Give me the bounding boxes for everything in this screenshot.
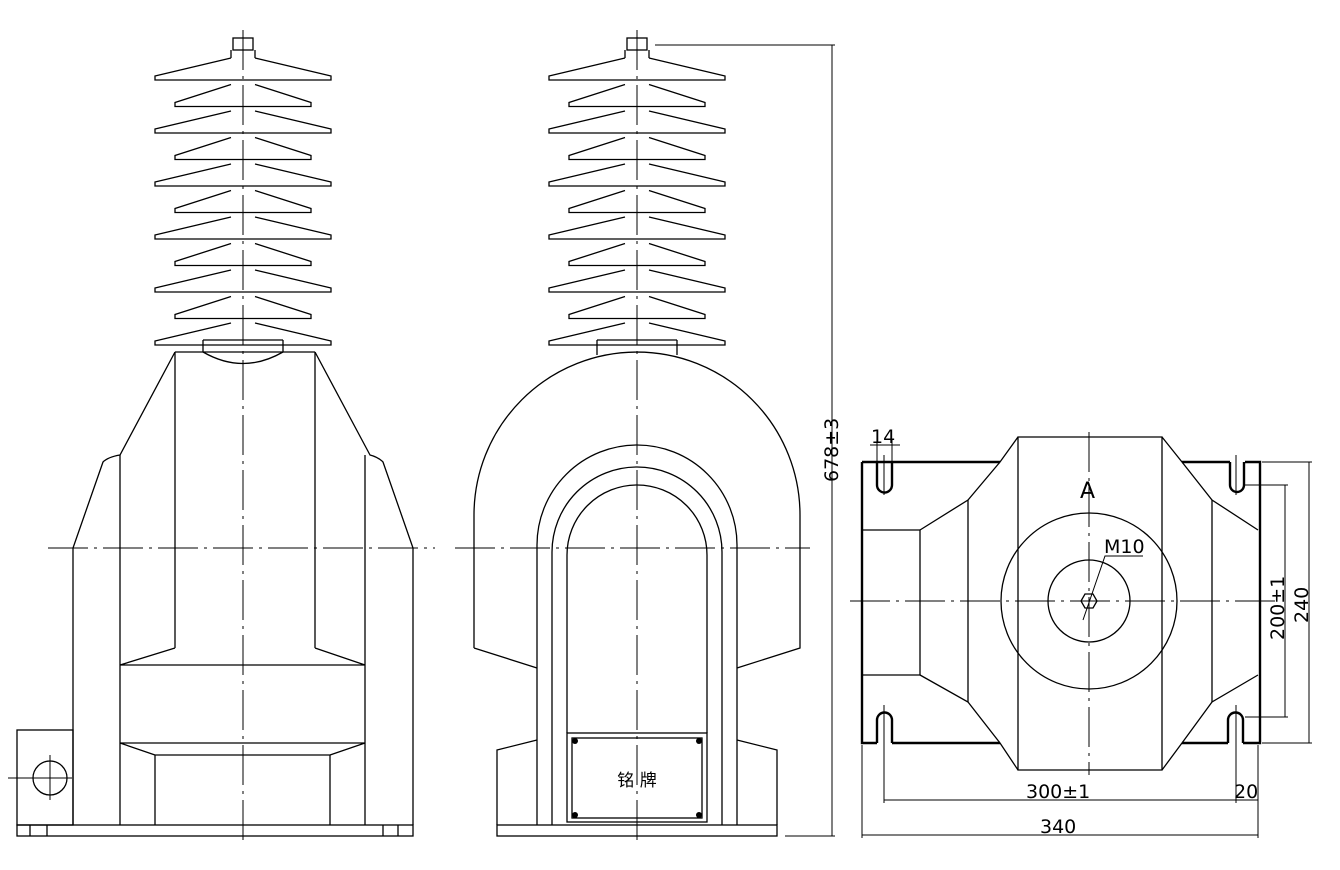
insulator-shed xyxy=(548,57,726,81)
slot-width-dimension: 14 xyxy=(871,426,895,448)
mount-spacing-horizontal-dimension: 300±1 xyxy=(1026,781,1090,803)
side-view xyxy=(8,30,435,845)
base-width-dimension: 340 xyxy=(1040,816,1076,838)
front-view: 铭 牌 678±3 xyxy=(455,30,843,845)
top-view: M10 A 14 200±1 240 300±1 20 340 xyxy=(850,426,1313,838)
base-depth-dimension: 240 xyxy=(1291,587,1313,623)
edge-offset-dimension: 20 xyxy=(1234,781,1258,803)
insulator-shed xyxy=(548,216,726,240)
view-label: A xyxy=(1080,479,1095,504)
insulator-sheds-front xyxy=(548,50,726,346)
thread-label: M10 xyxy=(1104,536,1145,558)
insulator-shed xyxy=(154,216,332,240)
overall-height-dimension: 678±3 xyxy=(821,418,843,482)
insulator-shed xyxy=(154,57,332,81)
insulator-shed xyxy=(548,269,726,293)
mount-spacing-vertical-dimension: 200±1 xyxy=(1267,576,1289,640)
insulator-shed xyxy=(154,269,332,293)
